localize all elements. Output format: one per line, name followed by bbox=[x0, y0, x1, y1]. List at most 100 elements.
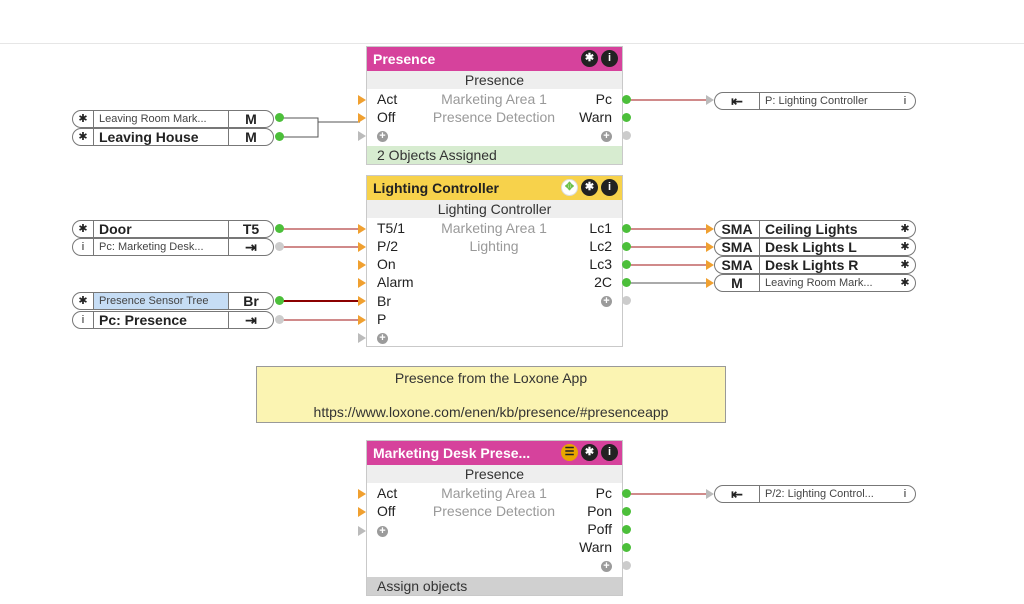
output-connector-lc2[interactable] bbox=[622, 242, 631, 251]
plus-icon[interactable]: + bbox=[377, 131, 388, 142]
desk-block-footer[interactable]: Assign objects bbox=[367, 577, 622, 595]
lighting-block-header[interactable]: Lighting Controller ✥ ✱ i bbox=[367, 176, 622, 200]
input-connector-extra[interactable] bbox=[358, 526, 366, 536]
ref-desk-lights-l[interactable]: SMA Desk Lights L ✱ bbox=[714, 238, 916, 256]
gear-icon[interactable]: ✱ bbox=[581, 179, 598, 196]
info-icon[interactable]: i bbox=[601, 50, 618, 67]
output-connector-pon[interactable] bbox=[622, 507, 631, 516]
enter-icon: ⇤ bbox=[731, 93, 743, 109]
ref-p2-lighting-controller[interactable]: ⇤ P/2: Lighting Control... i bbox=[714, 485, 916, 503]
output-connector-ref[interactable] bbox=[275, 132, 284, 141]
input-connector-act[interactable] bbox=[358, 95, 366, 105]
input-connector-extra[interactable] bbox=[358, 333, 366, 343]
info-icon[interactable]: i bbox=[903, 95, 907, 107]
input-connector-alarm[interactable] bbox=[358, 278, 366, 288]
output-connector-extra[interactable] bbox=[622, 561, 631, 570]
output-connector-pc[interactable] bbox=[622, 489, 631, 498]
input-connector-t5[interactable] bbox=[358, 224, 366, 234]
gear-icon[interactable]: ✱ bbox=[581, 50, 598, 67]
output-connector-warn[interactable] bbox=[622, 113, 631, 122]
info-icon[interactable]: i bbox=[601, 444, 618, 461]
input-p: P bbox=[377, 311, 387, 327]
comment-note[interactable]: Presence from the Loxone App https://www… bbox=[256, 366, 726, 423]
input-off: Off bbox=[377, 109, 396, 125]
gear-icon[interactable]: ✱ bbox=[900, 241, 910, 253]
presence-block-subtitle: Presence bbox=[367, 71, 622, 89]
lighting-controller-block[interactable]: Lighting Controller ✥ ✱ i Lighting Contr… bbox=[366, 175, 623, 347]
input-connector-off[interactable] bbox=[358, 113, 366, 123]
gear-icon[interactable]: ✱ bbox=[900, 259, 910, 271]
info-icon[interactable]: i bbox=[903, 488, 907, 500]
desk-location: Marketing Area 1 bbox=[441, 485, 547, 501]
output-connector-ref[interactable] bbox=[275, 315, 284, 324]
output-connector-poff[interactable] bbox=[622, 525, 631, 534]
presence-block-header[interactable]: Presence ✱ i bbox=[367, 47, 622, 71]
info-icon[interactable]: i bbox=[81, 314, 85, 326]
info-icon[interactable]: i bbox=[601, 179, 618, 196]
ref-label: Leaving Room Mark... bbox=[759, 275, 895, 291]
input-connector-act[interactable] bbox=[358, 489, 366, 499]
plus-icon[interactable]: + bbox=[377, 333, 388, 344]
ref-tag: M bbox=[228, 111, 273, 127]
note-title: Presence from the Loxone App bbox=[394, 370, 588, 386]
ref-label: Pc: Marketing Desk... bbox=[93, 239, 228, 255]
gear-icon[interactable]: ✱ bbox=[78, 131, 88, 143]
gear-icon[interactable]: ✱ bbox=[900, 223, 910, 235]
plus-icon[interactable]: + bbox=[601, 131, 612, 142]
input-connector-p2[interactable] bbox=[358, 242, 366, 252]
output-warn: Warn bbox=[579, 539, 612, 555]
ref-pc-presence[interactable]: i Pc: Presence ⇥ bbox=[72, 311, 274, 329]
gear-icon[interactable]: ✱ bbox=[900, 277, 910, 289]
input-connector-p[interactable] bbox=[358, 315, 366, 325]
ref-p-lighting-controller[interactable]: ⇤ P: Lighting Controller i bbox=[714, 92, 916, 110]
output-connector-pc[interactable] bbox=[622, 95, 631, 104]
output-connector-2c[interactable] bbox=[622, 278, 631, 287]
marketing-desk-block[interactable]: Marketing Desk Prese... ☰ ✱ i Presence A… bbox=[366, 440, 623, 596]
output-connector-warn[interactable] bbox=[622, 543, 631, 552]
gear-icon[interactable]: ✱ bbox=[78, 295, 88, 307]
lighting-location: Marketing Area 1 bbox=[441, 220, 547, 236]
input-connector-extra[interactable] bbox=[358, 131, 366, 141]
input-connector-br[interactable] bbox=[358, 296, 366, 306]
lighting-block-title: Lighting Controller bbox=[373, 180, 499, 196]
info-icon[interactable]: i bbox=[81, 241, 85, 253]
ref-leaving-room-out[interactable]: M Leaving Room Mark... ✱ bbox=[714, 274, 916, 292]
gear-icon[interactable]: ✱ bbox=[78, 223, 88, 235]
lamp-icon[interactable]: ☰ bbox=[561, 444, 578, 461]
presence-block-footer[interactable]: 2 Objects Assigned bbox=[367, 146, 622, 164]
input-connector-off[interactable] bbox=[358, 507, 366, 517]
output-connector-ref[interactable] bbox=[275, 224, 284, 233]
input-connector-ref[interactable] bbox=[706, 260, 714, 270]
output-connector-ref[interactable] bbox=[275, 296, 284, 305]
move-icon[interactable]: ✥ bbox=[561, 179, 578, 196]
input-connector-ref[interactable] bbox=[706, 278, 714, 288]
gear-icon[interactable]: ✱ bbox=[78, 113, 88, 125]
ref-leaving-room[interactable]: ✱ Leaving Room Mark... M bbox=[72, 110, 274, 128]
output-connector-lc1[interactable] bbox=[622, 224, 631, 233]
plus-icon[interactable]: + bbox=[601, 561, 612, 572]
ref-leaving-house[interactable]: ✱ Leaving House M bbox=[72, 128, 274, 146]
input-connector-ref[interactable] bbox=[706, 489, 714, 499]
ref-desk-lights-r[interactable]: SMA Desk Lights R ✱ bbox=[714, 256, 916, 274]
ref-presence-sensor-tree[interactable]: ✱ Presence Sensor Tree Br bbox=[72, 292, 274, 310]
plus-icon[interactable]: + bbox=[377, 526, 388, 537]
desk-block-header[interactable]: Marketing Desk Prese... ☰ ✱ i bbox=[367, 441, 622, 465]
output-connector-ref[interactable] bbox=[275, 242, 284, 251]
gear-icon[interactable]: ✱ bbox=[581, 444, 598, 461]
plus-icon[interactable]: + bbox=[601, 296, 612, 307]
input-connector-on[interactable] bbox=[358, 260, 366, 270]
ref-pc-marketing-desk[interactable]: i Pc: Marketing Desk... ⇥ bbox=[72, 238, 274, 256]
presence-block[interactable]: Presence ✱ i Presence Act Off Marketing … bbox=[366, 46, 623, 165]
output-connector-ref[interactable] bbox=[275, 113, 284, 122]
input-connector-ref[interactable] bbox=[706, 95, 714, 105]
note-url: https://www.loxone.com/enen/kb/presence/… bbox=[313, 404, 669, 420]
output-connector-extra[interactable] bbox=[622, 131, 631, 140]
ref-label: P: Lighting Controller bbox=[759, 93, 895, 109]
output-connector-extra[interactable] bbox=[622, 296, 631, 305]
input-connector-ref[interactable] bbox=[706, 242, 714, 252]
ref-door[interactable]: ✱ Door T5 bbox=[72, 220, 274, 238]
output-connector-lc3[interactable] bbox=[622, 260, 631, 269]
ref-ceiling-lights[interactable]: SMA Ceiling Lights ✱ bbox=[714, 220, 916, 238]
input-connector-ref[interactable] bbox=[706, 224, 714, 234]
